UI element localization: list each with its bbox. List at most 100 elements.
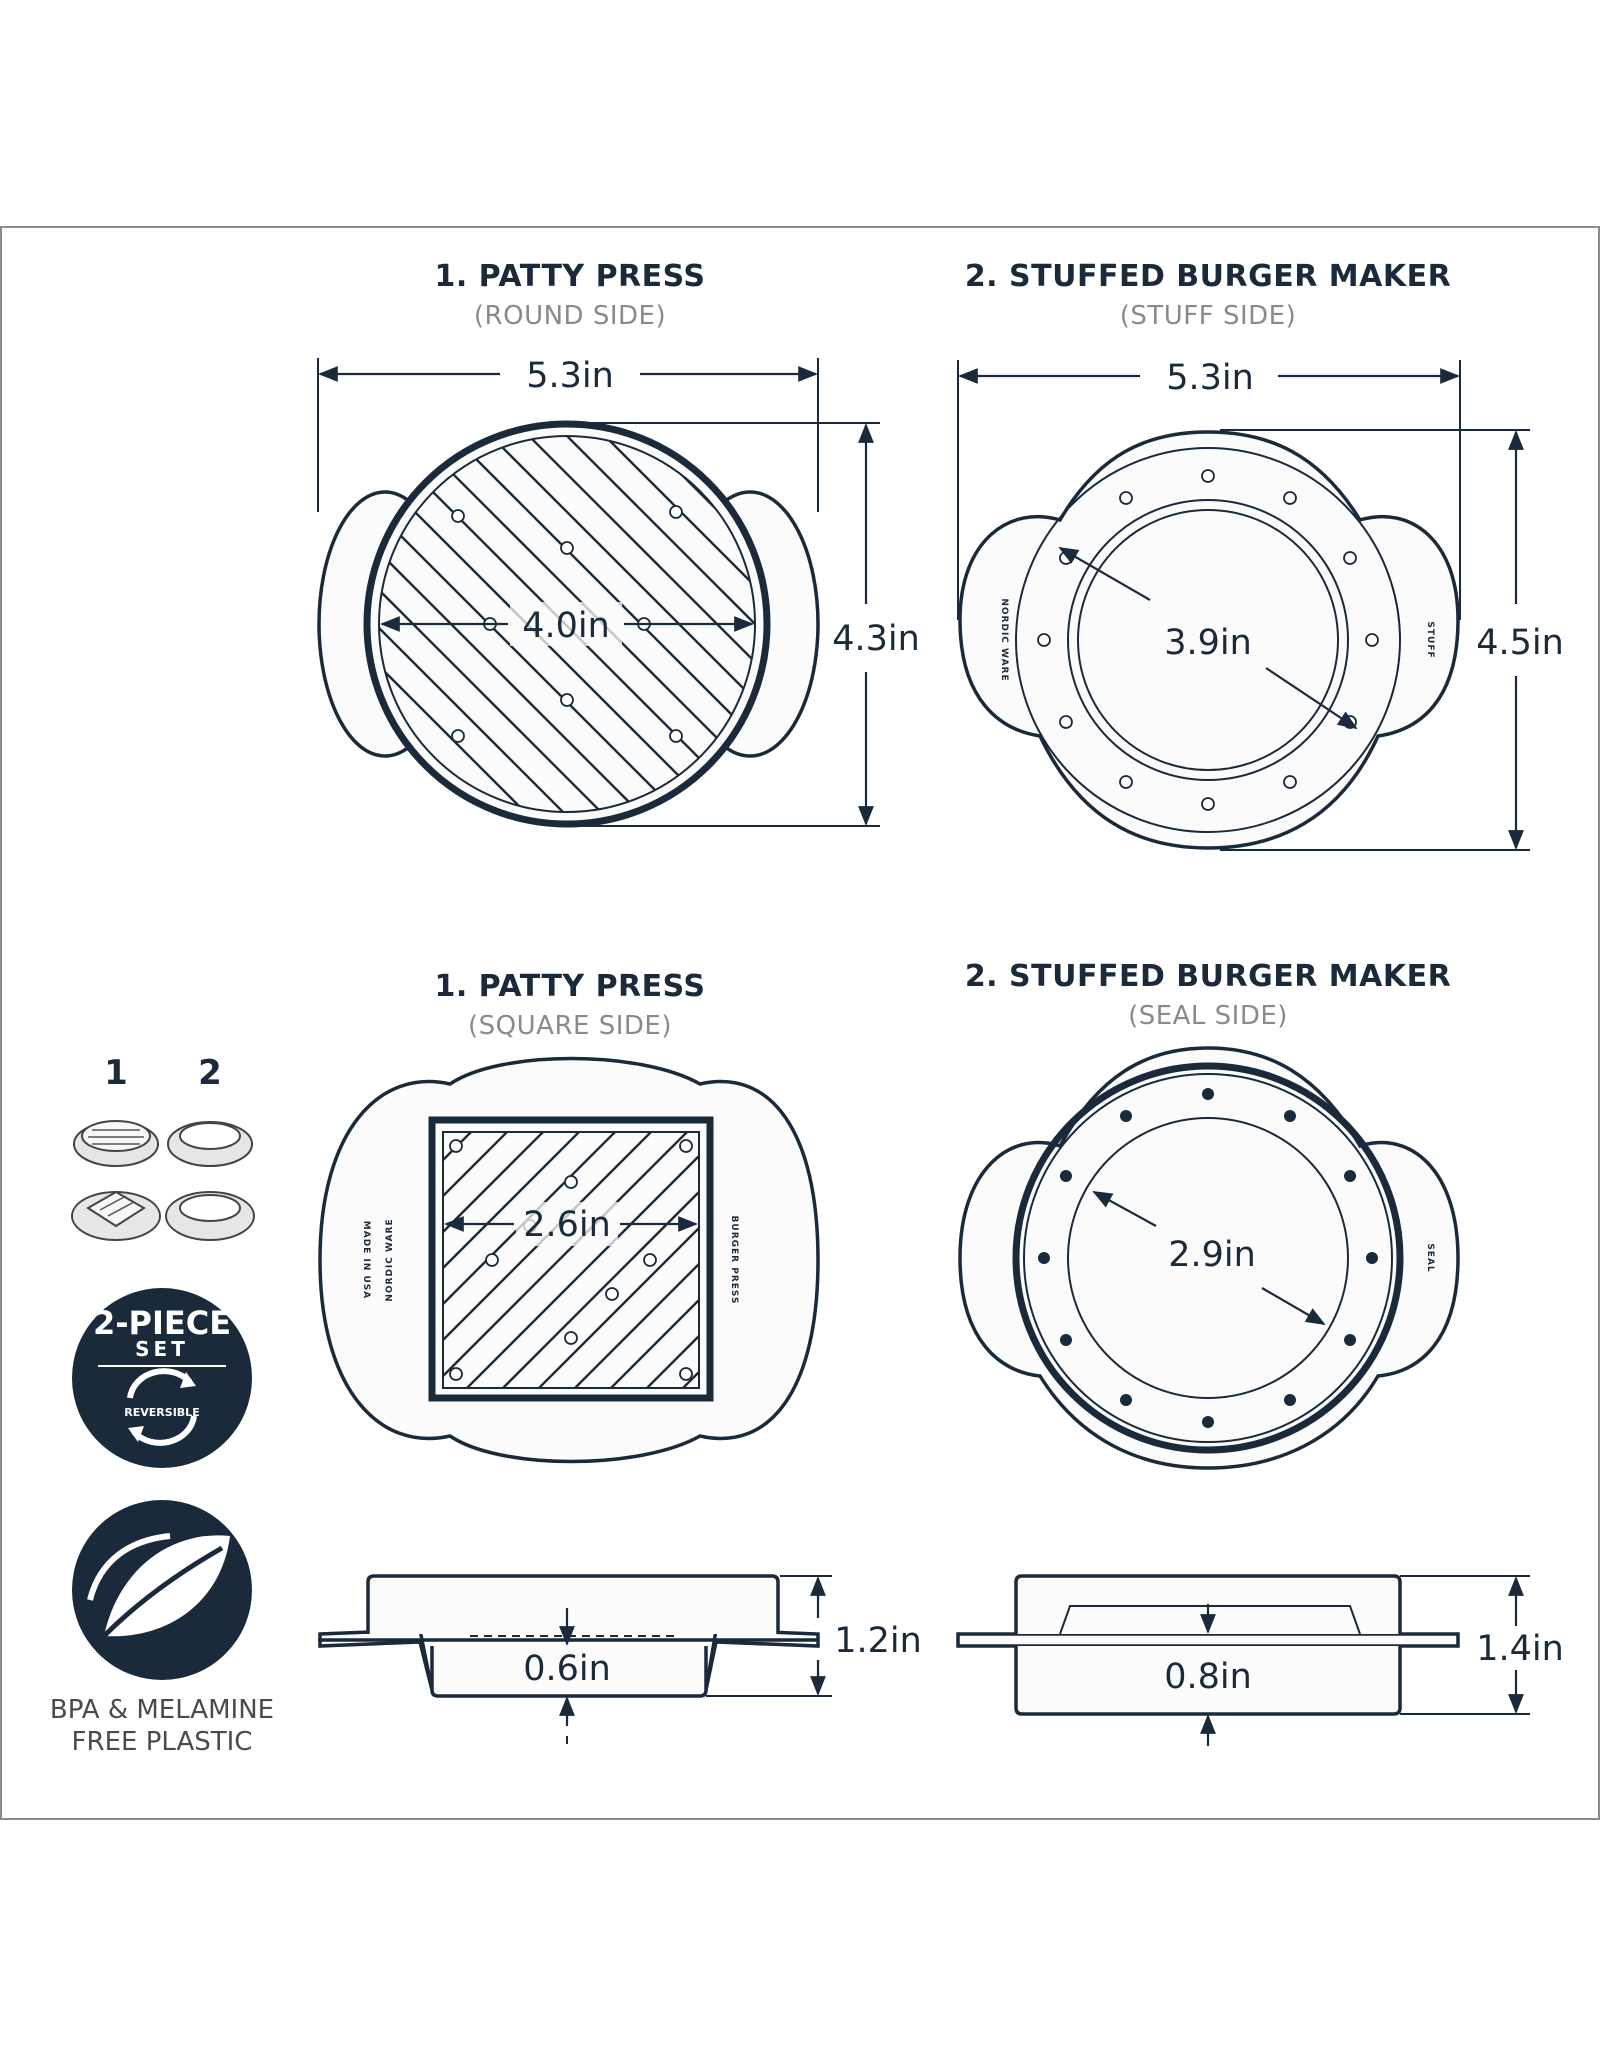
piece-number-2: 2 xyxy=(198,1053,222,1093)
seal-hole xyxy=(1366,1252,1378,1264)
seal-hole xyxy=(1284,1109,1296,1122)
panel-stuff-side: 2. STUFFED BURGER MAKER (STUFF SIDE) 5.3… xyxy=(957,259,1564,851)
bpa-free-badge xyxy=(72,1500,252,1680)
vent-hole xyxy=(485,1253,499,1267)
vent-hole xyxy=(679,1139,693,1153)
bpa-line-2: FREE PLASTIC xyxy=(72,1727,253,1757)
vent-hole xyxy=(679,1367,693,1381)
square-hatch-line xyxy=(573,1262,699,1388)
panel-seal-side: 2. STUFFED BURGER MAKER (SEAL SIDE) SEAL… xyxy=(958,959,1460,1470)
stuff-subtitle: (STUFF SIDE) xyxy=(1120,301,1297,331)
vent-hole xyxy=(605,1287,619,1301)
panel-square-side: 1. PATTY PRESS (SQUARE SIDE) NORDIC WARE… xyxy=(318,969,820,1464)
round-title: 1. PATTY PRESS xyxy=(434,259,705,294)
reversible-arrow-bottom-icon xyxy=(131,1415,197,1446)
round-vent-holes xyxy=(451,505,683,743)
square-subtitle: (SQUARE SIDE) xyxy=(468,1011,672,1041)
svg-text:MADE IN USA: MADE IN USA xyxy=(361,1221,371,1299)
round-width-label: 5.3in xyxy=(526,356,614,396)
square-hatch-line xyxy=(443,1132,473,1162)
seal-hole xyxy=(1344,1334,1357,1346)
stuff-hole xyxy=(1059,715,1073,729)
profile-maker: 1.4in 0.8in xyxy=(956,1574,1564,1746)
vent-hole xyxy=(564,1175,578,1189)
piece-1-square-icon xyxy=(71,1190,161,1241)
square-title: 1. PATTY PRESS xyxy=(434,969,705,1004)
press-depth-label: 0.6in xyxy=(523,1649,611,1689)
seal-hole xyxy=(1284,1394,1296,1407)
svg-text:SET: SET xyxy=(135,1337,189,1361)
svg-text:NORDIC WARE: NORDIC WARE xyxy=(999,598,1009,681)
square-hatch-line xyxy=(443,1132,653,1342)
round-hatch-line xyxy=(534,436,755,812)
svg-text:STUFF: STUFF xyxy=(1425,621,1435,658)
vent-hole xyxy=(451,509,465,523)
stuff-hole xyxy=(1201,469,1215,483)
stuff-hole xyxy=(1343,551,1357,565)
square-hatch-line xyxy=(443,1132,509,1198)
seal-inner-diameter: 2.9in xyxy=(1168,1235,1256,1275)
svg-text:REVERSIBLE: REVERSIBLE xyxy=(124,1406,199,1419)
vent-hole xyxy=(560,693,574,707)
square-hatch-line xyxy=(443,1132,581,1270)
piece-2-ring-icon xyxy=(167,1121,253,1167)
stuff-title: 2. STUFFED BURGER MAKER xyxy=(965,259,1451,294)
two-piece-reversible-badge: 2-PIECE SET REVERSIBLE xyxy=(72,1288,252,1468)
square-hatch-line xyxy=(465,1154,699,1388)
press-height-label: 1.2in xyxy=(834,1621,922,1661)
stuff-body xyxy=(958,430,1460,850)
vent-hole xyxy=(449,1367,463,1381)
stuff-hole xyxy=(1201,797,1215,811)
stuff-inner-diameter: 3.9in xyxy=(1164,623,1252,663)
seal-hole xyxy=(1344,1170,1357,1182)
seal-hole xyxy=(1202,1088,1214,1100)
square-inner-size: 2.6in xyxy=(523,1205,611,1245)
round-hatch-line xyxy=(379,436,558,812)
svg-text:NORDIC WARE: NORDIC WARE xyxy=(385,1218,395,1301)
stuff-height-label: 4.5in xyxy=(1476,623,1564,663)
round-height-label: 4.3in xyxy=(832,619,920,659)
stuff-hole xyxy=(1283,775,1297,789)
seal-hole xyxy=(1120,1394,1132,1407)
round-inner-diameter: 4.0in xyxy=(522,606,610,646)
square-brand-imprint: NORDIC WARE MADE IN USA BURGER PRESS xyxy=(361,1216,739,1305)
round-hatch-line xyxy=(379,436,596,812)
reversible-arrow-top-icon xyxy=(127,1368,193,1399)
stuff-hole xyxy=(1119,491,1133,505)
stuff-width-label: 5.3in xyxy=(1166,358,1254,398)
vent-hole xyxy=(669,505,683,519)
seal-hole xyxy=(1059,1334,1072,1346)
vent-hole xyxy=(669,729,683,743)
seal-imprint: SEAL xyxy=(1425,1243,1435,1272)
square-hatch-line xyxy=(443,1132,545,1234)
vent-hole xyxy=(451,729,465,743)
square-hatch-line xyxy=(609,1298,699,1388)
round-hatch-line xyxy=(572,436,755,812)
diagram-frame xyxy=(0,226,1600,1820)
vent-hole xyxy=(560,541,574,555)
seal-hole xyxy=(1059,1170,1072,1182)
maker-depth-label: 0.8in xyxy=(1164,1657,1252,1697)
vent-hole xyxy=(564,1331,578,1345)
round-hatch-line xyxy=(0,404,367,844)
stuff-hole xyxy=(1283,491,1297,505)
square-hatch-line xyxy=(537,1226,699,1388)
piece-1-round-icon xyxy=(73,1120,159,1167)
stuff-brand-imprint: NORDIC WARE STUFF xyxy=(999,598,1435,681)
round-hatch-line xyxy=(610,436,755,812)
stuff-hole xyxy=(1037,633,1051,647)
piece-2-seal-icon xyxy=(165,1191,255,1241)
piece-number-1: 1 xyxy=(104,1053,128,1093)
bpa-line-1: BPA & MELAMINE xyxy=(50,1695,274,1725)
maker-height-label: 1.4in xyxy=(1476,1629,1564,1669)
profile-press: 1.2in 0.6in xyxy=(318,1574,922,1744)
stuff-hole xyxy=(1365,633,1379,647)
seal-subtitle: (SEAL SIDE) xyxy=(1128,1001,1288,1031)
stuff-hole xyxy=(1119,775,1133,789)
vent-hole xyxy=(449,1139,463,1153)
sidebar: 1 2 2-PIECE SET xyxy=(50,1053,274,1757)
panel-round-side: 1. PATTY PRESS (ROUND SIDE) 5.3in 4.0in … xyxy=(0,259,920,844)
svg-text:2-PIECE: 2-PIECE xyxy=(93,1304,231,1342)
seal-hole xyxy=(1202,1416,1214,1428)
